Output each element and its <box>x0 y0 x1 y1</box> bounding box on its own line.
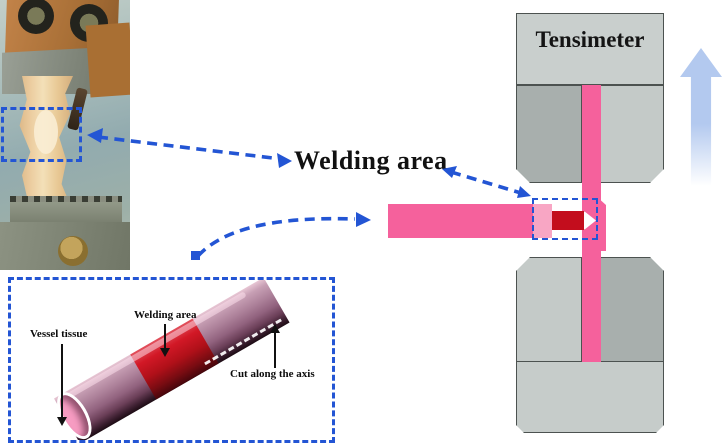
photo-bottom-grip-bar <box>10 196 122 226</box>
dashed-curve-box-to-strip <box>196 216 356 258</box>
curve-start-dot <box>191 251 200 260</box>
vessel-tissue-label: Vessel tissue <box>30 328 88 340</box>
vessel-welding-area-label: Welding area <box>134 309 197 321</box>
dashed-line-label-to-junction <box>450 170 522 195</box>
horizontal-tissue-strip <box>388 204 552 238</box>
weld-seam-rect <box>552 211 585 230</box>
photo-brass-screw-icon <box>58 236 88 266</box>
welding-area-arrowhead-icon <box>160 348 170 357</box>
photo-screw-left-icon <box>18 0 54 34</box>
vessel-cylinder <box>50 280 290 440</box>
base-block <box>516 361 664 433</box>
lower-clamp-right-block <box>600 257 664 362</box>
overlap-tissue-segment <box>533 204 552 238</box>
cut-axis-pointer-line <box>274 332 276 368</box>
photo-side-clamp <box>85 22 130 98</box>
welding-area-title: Welding area <box>294 146 448 175</box>
welding-area-pointer-line <box>164 324 166 349</box>
photo-tissue-highlight <box>34 110 58 154</box>
photo-weld-highlight-box <box>1 107 82 162</box>
photo-grip-teeth <box>10 196 122 202</box>
lower-clamp-left-block <box>516 257 582 362</box>
vessel-diagram-box: Vessel tissue Welding area Cut along the… <box>8 277 335 443</box>
arrowhead-at-strip-icon <box>356 212 371 227</box>
pull-direction-arrow-icon <box>680 48 722 186</box>
cut-along-axis-label: Cut along the axis <box>230 368 315 380</box>
upper-clamp-right-block <box>600 85 664 183</box>
tensimeter-body-block: Tensimeter <box>516 13 664 85</box>
vessel-tissue-arrowhead-icon <box>57 417 67 426</box>
vessel-tissue-pointer-line <box>61 344 63 418</box>
arrowhead-down-at-junction-icon <box>517 186 531 198</box>
cut-axis-arrowhead-icon <box>270 324 280 333</box>
tensimeter-label: Tensimeter <box>535 27 645 52</box>
upper-clamp-left-block <box>516 85 582 183</box>
tensile-test-photo <box>0 0 130 270</box>
vessel-end-cap <box>50 386 99 440</box>
welding-junction-highlight-box <box>532 198 598 240</box>
arrowhead-right-at-label-icon <box>277 153 292 168</box>
